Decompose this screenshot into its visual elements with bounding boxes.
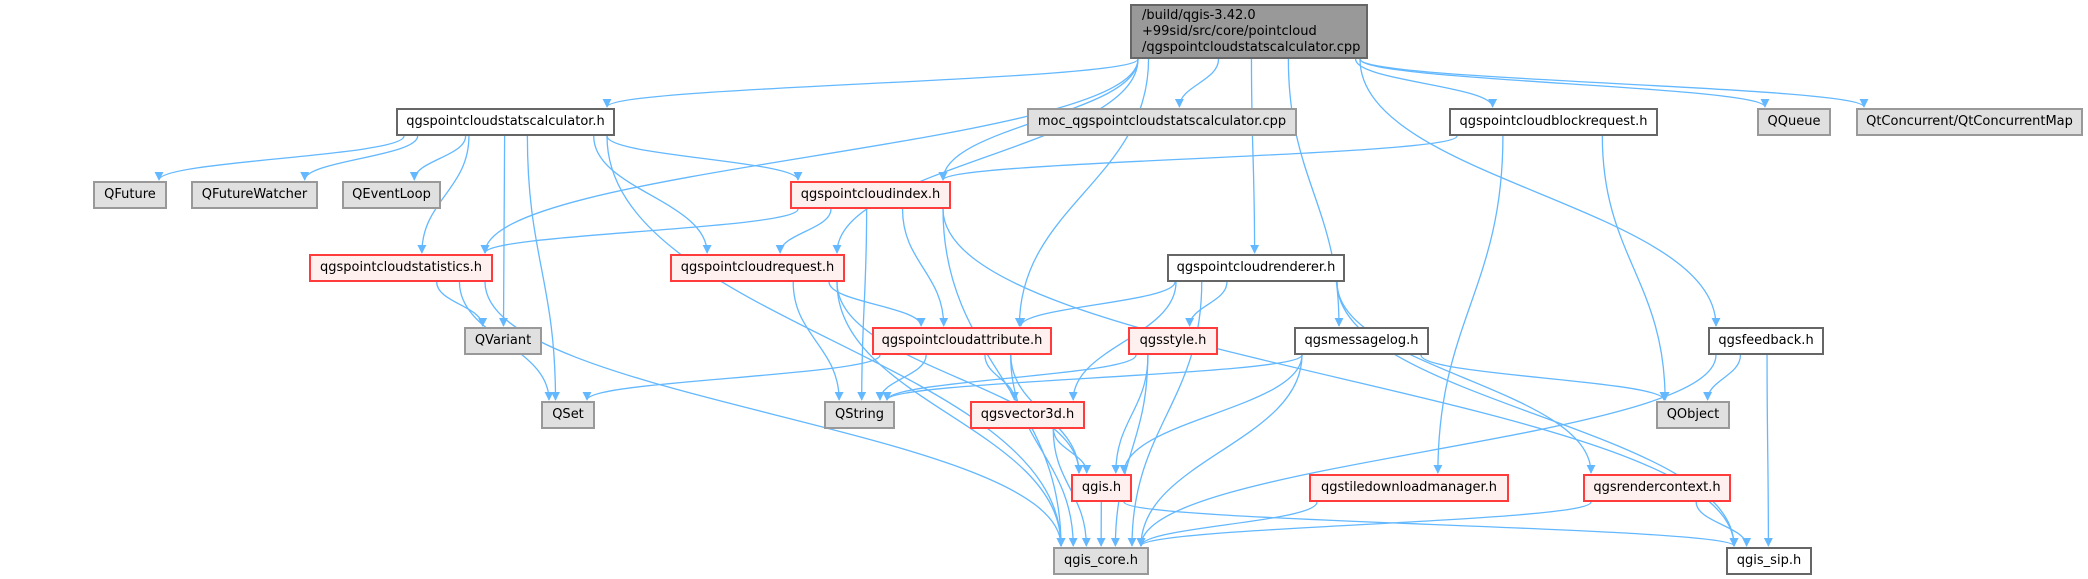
- edge-root-to-request: [832, 58, 1139, 254]
- node-qtconc[interactable]: QtConcurrent/QtConcurrentMap: [1856, 108, 2083, 136]
- edge-attribute-to-core: [1010, 354, 1078, 547]
- edge-messagelog-to-core: [1136, 354, 1303, 547]
- edge-attribute-to-vector3d: [984, 354, 1019, 401]
- edge-statscalc-to-qset: [526, 135, 560, 401]
- node-statistics[interactable]: qgspointcloudstatistics.h: [309, 254, 493, 282]
- edge-statscalc-to-qfuture: [154, 135, 405, 181]
- edge-statscalc-to-core: [606, 135, 1066, 547]
- edge-vector3d-to-core: [1052, 428, 1091, 547]
- node-qobject[interactable]: QObject: [1656, 401, 1730, 429]
- node-moc[interactable]: moc_qgspointcloudstatscalculator.cpp: [1027, 108, 1297, 136]
- edge-renderer-to-rendercontext: [1336, 281, 1596, 474]
- edge-renderer-to-core: [1127, 281, 1203, 547]
- edge-root-to-qtconc: [1359, 58, 1869, 108]
- edge-statistics-to-qvariant: [436, 281, 488, 327]
- edge-feedback-to-sip: [1763, 354, 1773, 547]
- node-index[interactable]: qgspointcloudindex.h: [790, 181, 951, 209]
- edge-feedback-to-qobject: [1703, 354, 1742, 401]
- edge-tiledl-to-core: [1136, 501, 1318, 547]
- edge-root-to-attribute: [1014, 58, 1150, 327]
- node-vector3d[interactable]: qgsvector3d.h: [970, 401, 1085, 429]
- edge-renderer-to-vector3d: [1068, 281, 1177, 401]
- node-sip[interactable]: qgis_sip.h: [1726, 547, 1812, 575]
- node-qstring[interactable]: QString: [824, 401, 895, 429]
- edge-request-to-core: [836, 281, 1066, 547]
- node-qfuture[interactable]: QFuture: [93, 181, 167, 209]
- node-qqueue[interactable]: QQueue: [1757, 108, 1831, 136]
- edge-index-to-request: [775, 208, 832, 254]
- edge-statscalc-to-qfuturewatcher: [300, 135, 419, 181]
- node-feedback[interactable]: qgsfeedback.h: [1708, 327, 1824, 355]
- edge-statscalc-to-statistics: [417, 135, 470, 254]
- node-qfuturewatcher[interactable]: QFutureWatcher: [191, 181, 318, 209]
- node-attribute[interactable]: qgspointcloudattribute.h: [872, 327, 1052, 355]
- edge-rendercontext-to-sip: [1695, 501, 1752, 547]
- edge-root-to-feedback: [1359, 58, 1721, 327]
- node-blockreq[interactable]: qgspointcloudblockrequest.h: [1449, 108, 1658, 136]
- edge-root-to-statscalc: [602, 58, 1139, 108]
- edge-index-to-core: [942, 208, 1066, 547]
- edge-root-to-qqueue: [1359, 58, 1770, 108]
- edge-root-to-statistics: [480, 58, 1139, 254]
- edge-renderer-to-style: [1185, 281, 1228, 327]
- edge-root-to-messagelog: [1287, 58, 1344, 327]
- node-qset[interactable]: QSet: [541, 401, 595, 429]
- edge-vector3d-to-qgis: [1052, 428, 1092, 474]
- edge-statscalc-to-qeventloop: [409, 135, 467, 181]
- node-messagelog[interactable]: qgsmessagelog.h: [1294, 327, 1429, 355]
- edge-request-to-qgis: [836, 281, 1084, 474]
- edge-qgis-to-sip: [1123, 501, 1739, 547]
- edge-root-to-blockreq: [1354, 58, 1498, 108]
- edge-messagelog-to-qstring: [882, 354, 1303, 401]
- node-statscalc[interactable]: qgspointcloudstatscalculator.h: [396, 108, 615, 136]
- node-qvariant[interactable]: QVariant: [464, 327, 542, 355]
- edge-rendercontext-to-core: [1136, 501, 1592, 547]
- edge-statscalc-to-request: [593, 135, 712, 254]
- node-core[interactable]: qgis_core.h: [1053, 547, 1149, 575]
- edge-feedback-to-core: [1136, 354, 1717, 547]
- node-style[interactable]: qgsstyle.h: [1128, 327, 1218, 355]
- edge-style-to-core: [1110, 354, 1149, 547]
- edge-request-to-attribute: [828, 281, 926, 327]
- edge-renderer-to-attribute: [1016, 281, 1176, 327]
- edge-blockreq-to-qobject: [1601, 135, 1670, 401]
- node-qgis[interactable]: qgis.h: [1071, 474, 1132, 502]
- edge-root-to-moc: [1174, 58, 1220, 108]
- node-rendercontext[interactable]: qgsrendercontext.h: [1583, 474, 1731, 502]
- edge-blockreq-to-tiledl: [1433, 135, 1504, 474]
- node-qeventloop[interactable]: QEventLoop: [342, 181, 441, 209]
- edge-blockreq-to-index: [938, 135, 1458, 181]
- edge-attribute-to-qset: [582, 354, 881, 401]
- edge-index-to-attribute: [901, 208, 949, 327]
- node-request[interactable]: qgspointcloudrequest.h: [670, 254, 845, 282]
- edge-index-to-statistics: [480, 208, 799, 254]
- edge-statscalc-to-qvariant: [499, 135, 509, 327]
- node-root: /build/qgis-3.42.0 +99sid/src/core/point…: [1130, 4, 1368, 59]
- edge-request-to-qstring: [792, 281, 844, 401]
- edge-messagelog-to-qgis: [1119, 354, 1303, 474]
- edge-index-to-qstring: [857, 208, 868, 401]
- edge-style-to-qstring: [882, 354, 1137, 401]
- edge-attribute-to-qstring: [875, 354, 927, 401]
- node-tiledl[interactable]: qgstiledownloadmanager.h: [1309, 474, 1509, 502]
- edge-statscalc-to-index: [606, 135, 803, 181]
- node-renderer[interactable]: qgspointcloudrenderer.h: [1167, 254, 1345, 282]
- edge-messagelog-to-qobject: [1420, 354, 1669, 401]
